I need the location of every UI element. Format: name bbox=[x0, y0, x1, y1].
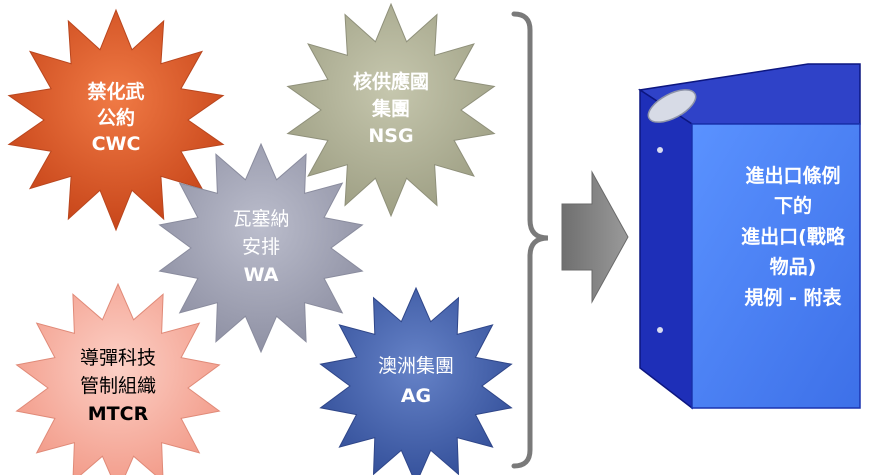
ag-starburst: 澳洲集團 AG bbox=[319, 286, 513, 475]
binder-label-line-2: 下的 bbox=[774, 194, 812, 217]
wa-starburst: 瓦塞納 安排 WA bbox=[158, 142, 364, 354]
grouping-brace bbox=[511, 11, 549, 469]
binder-front-cover bbox=[691, 123, 861, 409]
nsg-label-line-3: NSG bbox=[368, 125, 413, 147]
binder-label-line-4: 物品) bbox=[770, 255, 817, 278]
right-arrow-icon bbox=[561, 170, 629, 304]
nsg-label-line-1: 核供應國 bbox=[353, 70, 429, 93]
cwc-label-line-3: CWC bbox=[92, 133, 141, 155]
wa-label-line-2: 安排 bbox=[242, 236, 280, 258]
nsg-starburst-shape bbox=[286, 2, 496, 218]
binder-spine bbox=[639, 88, 693, 410]
mtcr-starburst: 導彈科技 管制組織 MTCR bbox=[15, 282, 221, 475]
binder-hole-top bbox=[657, 147, 663, 153]
binder-label-line-1: 進出口條例 bbox=[745, 164, 840, 187]
regulation-binder-icon: 進出口條例 下的 進出口(戰略 物品) 規例 - 附表 bbox=[637, 63, 861, 410]
wa-label-line-1: 瓦塞納 bbox=[232, 208, 289, 230]
ag-starburst-shape bbox=[319, 286, 513, 475]
nsg-label-line-2: 集團 bbox=[371, 97, 410, 120]
cwc-starburst-shape bbox=[7, 8, 225, 232]
ag-label-line-1: 澳洲集團 bbox=[378, 355, 454, 377]
mtcr-label-line-2: 管制組織 bbox=[80, 375, 156, 397]
mtcr-label-line-3: MTCR bbox=[88, 403, 149, 425]
cwc-starburst: 禁化武 公約 CWC bbox=[7, 8, 225, 232]
mtcr-label-line-1: 導彈科技 bbox=[80, 347, 156, 369]
binder-label-line-3: 進出口(戰略 bbox=[741, 225, 846, 248]
binder-hole-bottom bbox=[657, 327, 663, 333]
nsg-starburst: 核供應國 集團 NSG bbox=[286, 2, 496, 218]
wa-starburst-shape bbox=[158, 142, 364, 354]
ag-label-line-2: AG bbox=[401, 385, 431, 407]
binder-label-line-5: 規例 - 附表 bbox=[744, 286, 842, 309]
wa-label-line-3: WA bbox=[244, 264, 279, 286]
mtcr-starburst-shape bbox=[15, 282, 221, 475]
cwc-label-line-2: 公約 bbox=[97, 106, 135, 129]
binder-ring bbox=[647, 89, 697, 123]
cwc-label-line-1: 禁化武 bbox=[87, 80, 144, 103]
